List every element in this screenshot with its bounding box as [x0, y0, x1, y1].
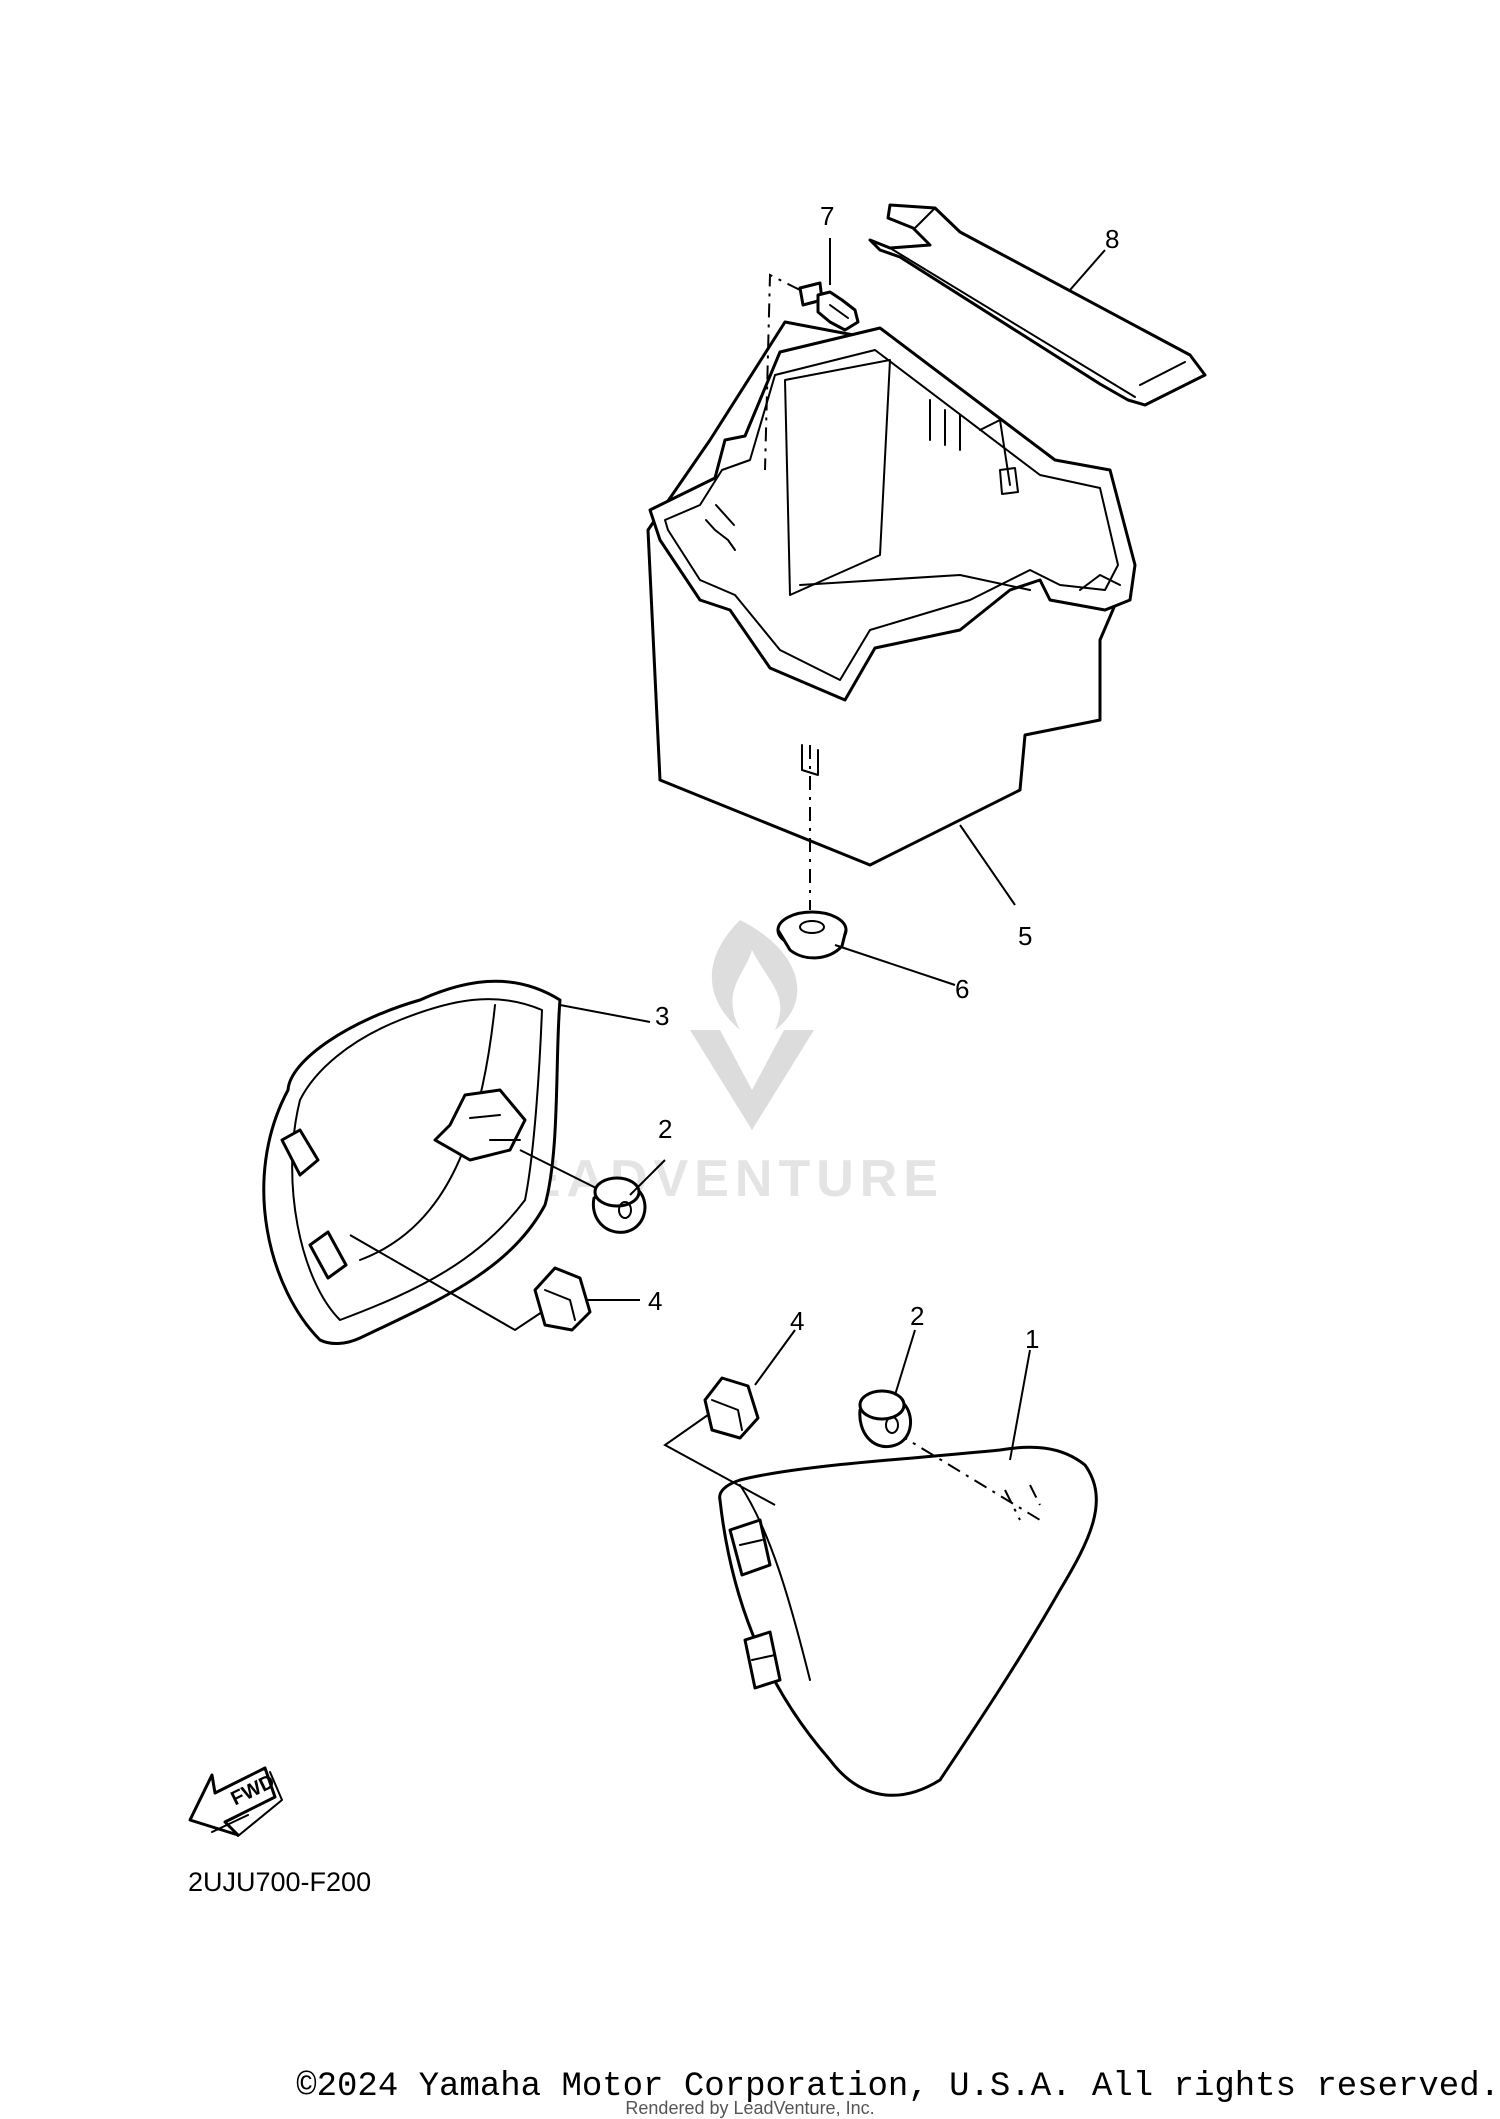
callout-2-upper: 2 [658, 1114, 672, 1144]
part-6-grommet [776, 910, 848, 960]
part-7-bolt [798, 281, 860, 332]
watermark-text: LEADVENTURE [488, 1150, 944, 1208]
callout-5: 5 [1018, 921, 1032, 951]
part-5-battery-box [646, 320, 1137, 867]
callout-6: 6 [955, 974, 969, 1004]
watermark-flame-icon [711, 920, 798, 1030]
callout-4-lower: 4 [790, 1306, 804, 1336]
part-1-side-cover-right [718, 1445, 1098, 1797]
part-8-battery-band [868, 203, 1207, 407]
watermark: LEADVENTURE [488, 920, 944, 1208]
callouts: 7 8 5 6 3 2 4 4 2 1 [648, 201, 1119, 1354]
diagram-code: 2UJU700-F200 [188, 1867, 372, 1897]
callout-7: 7 [820, 201, 834, 231]
part-3-side-cover-left [262, 979, 562, 1345]
callout-8: 8 [1105, 224, 1119, 254]
assembly-line-left-clip [349, 1234, 546, 1332]
part-4-clip-lower [703, 1376, 760, 1440]
assembly-line-right-grommet [894, 1431, 1041, 1521]
copyright-notice: ©2024 Yamaha Motor Corporation, U.S.A. A… [296, 2068, 1500, 2106]
grommet-hole-mark [801, 744, 819, 776]
leader-lines [559, 238, 1106, 1461]
fwd-arrow-icon: FWD [188, 1766, 283, 1837]
watermark-v-icon [690, 1030, 814, 1130]
assembly-line-left-grommet [519, 1149, 601, 1191]
part-2-grommet-lower [858, 1389, 913, 1449]
part-2-grommet-upper [591, 1176, 647, 1234]
assembly-line-bolt [764, 273, 801, 471]
callout-4-upper: 4 [648, 1286, 662, 1316]
callout-2-lower: 2 [910, 1301, 924, 1331]
callout-1: 1 [1025, 1324, 1039, 1354]
rendered-by-notice: Rendered by LeadVenture, Inc. [625, 2098, 875, 2118]
part-4-clip-upper [533, 1266, 592, 1332]
callout-3: 3 [655, 1001, 669, 1031]
assembly-line-right-clip [663, 1409, 776, 1506]
